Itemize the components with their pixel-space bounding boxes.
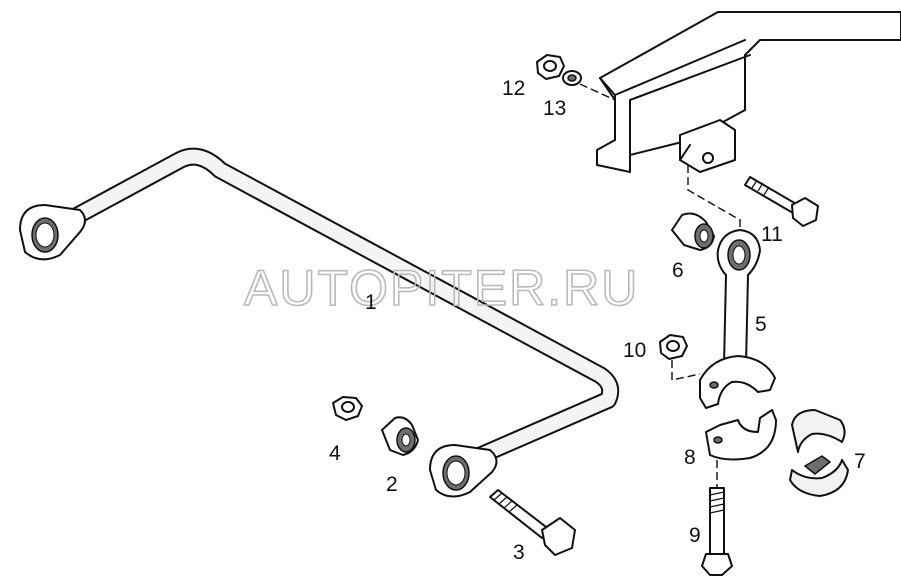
leader-line — [671, 360, 701, 381]
frame-rail — [596, 11, 901, 173]
callout-11: 11 — [761, 223, 783, 246]
bolt-11 — [744, 176, 819, 227]
washer-13 — [562, 70, 582, 86]
callout-2: 2 — [386, 473, 398, 496]
callout-10: 10 — [623, 339, 646, 362]
callout-4: 4 — [329, 442, 341, 465]
leader-line — [579, 83, 616, 101]
callout-1: 1 — [365, 291, 377, 314]
nut-10 — [659, 334, 688, 360]
callout-3: 3 — [513, 541, 525, 564]
callout-7: 7 — [854, 450, 866, 473]
watermark-text: AUTOPITER.RU — [244, 260, 639, 316]
clamp-8 — [705, 409, 777, 461]
callout-12: 12 — [502, 77, 525, 100]
bolt-9 — [701, 487, 733, 576]
bushing-6 — [671, 212, 715, 251]
nut-12 — [536, 54, 565, 80]
callout-8: 8 — [684, 446, 696, 469]
callout-9: 9 — [689, 524, 701, 547]
bolt-3 — [489, 489, 576, 556]
leader-line — [687, 165, 741, 240]
bushing-2 — [381, 416, 419, 456]
link-5 — [699, 229, 776, 409]
callout-6: 6 — [672, 259, 684, 282]
callout-13: 13 — [543, 97, 566, 120]
callouts: 1 2 3 4 5 6 7 8 9 10 11 12 13 — [329, 77, 866, 564]
stabilizer-bar — [19, 147, 620, 498]
callout-5: 5 — [755, 313, 767, 336]
bushing-7 — [789, 409, 849, 497]
nut-4 — [332, 396, 363, 421]
